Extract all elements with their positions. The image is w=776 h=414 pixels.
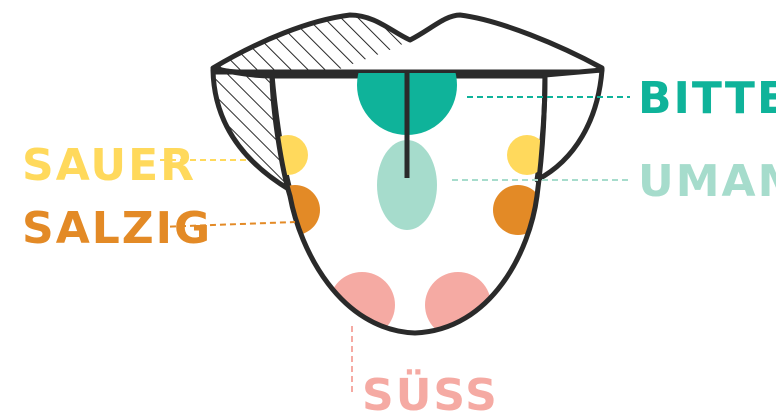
salzig-label: SALZIG [22, 203, 212, 254]
upper-lip [213, 15, 602, 76]
sauer-label: SAUER [22, 140, 196, 191]
bitter-label: BITTER [638, 73, 776, 124]
suess-label: SÜSS [362, 368, 499, 414]
umami-label: UMAMI [638, 156, 776, 207]
